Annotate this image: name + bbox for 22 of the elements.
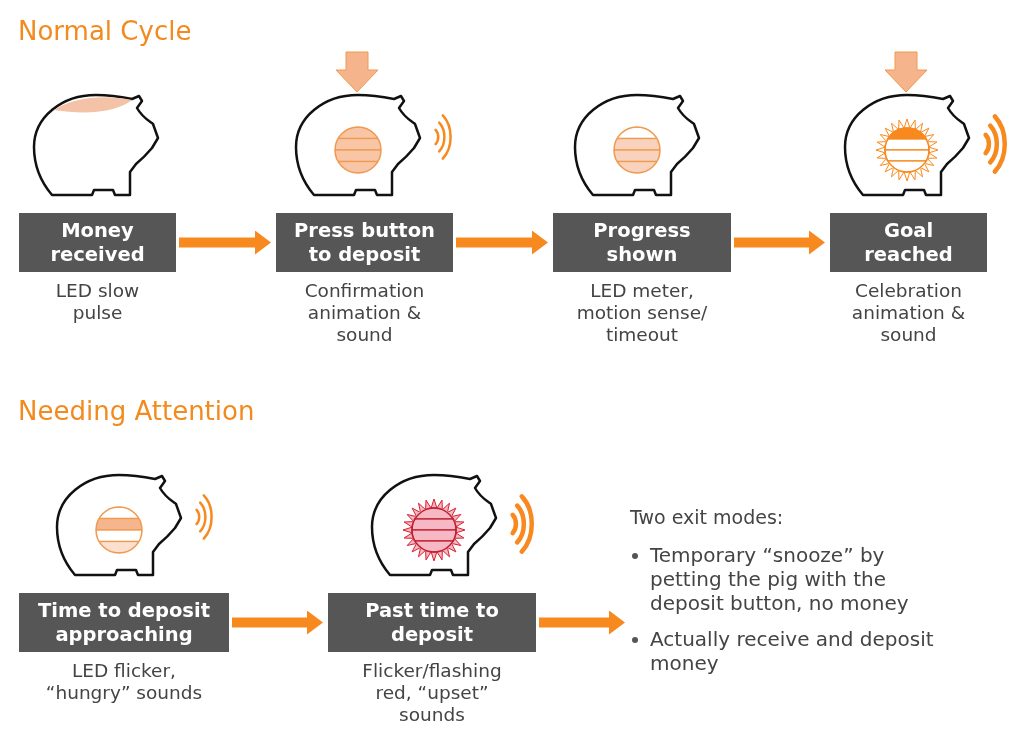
section-heading: Needing Attention: [18, 396, 255, 426]
arrow: [232, 610, 323, 635]
state-description: LED slow pulse: [54, 280, 141, 324]
state-description: Celebration animation & sound: [850, 280, 967, 346]
state-label-box: Press button to deposit: [276, 213, 453, 272]
state-label-box: Goal reached: [830, 213, 987, 272]
state-label-box: Money received: [19, 213, 176, 272]
arrow: [734, 230, 825, 255]
state-description: Flicker/flashing red, “upset” sounds: [361, 660, 503, 726]
bullet-text: Actually receive and deposit money: [650, 627, 935, 675]
arrow: [539, 610, 625, 635]
exit-modes-heading: Two exit modes:: [630, 505, 785, 529]
state-description: Confirmation animation & sound: [303, 280, 426, 346]
state-label-box: Time to deposit approaching: [19, 593, 229, 652]
arrow: [456, 230, 548, 255]
section-heading: Normal Cycle: [18, 16, 192, 46]
state-description: LED meter, motion sense/ timeout: [575, 280, 709, 346]
state-label-box: Progress shown: [553, 213, 731, 272]
arrow: [179, 230, 271, 255]
state-description: LED flicker, “hungry” sounds: [44, 660, 204, 704]
state-label-box: Past time to deposit: [328, 593, 536, 652]
bullet-text: Temporary “snooze” by petting the pig with the deposit button, no money: [650, 543, 910, 615]
